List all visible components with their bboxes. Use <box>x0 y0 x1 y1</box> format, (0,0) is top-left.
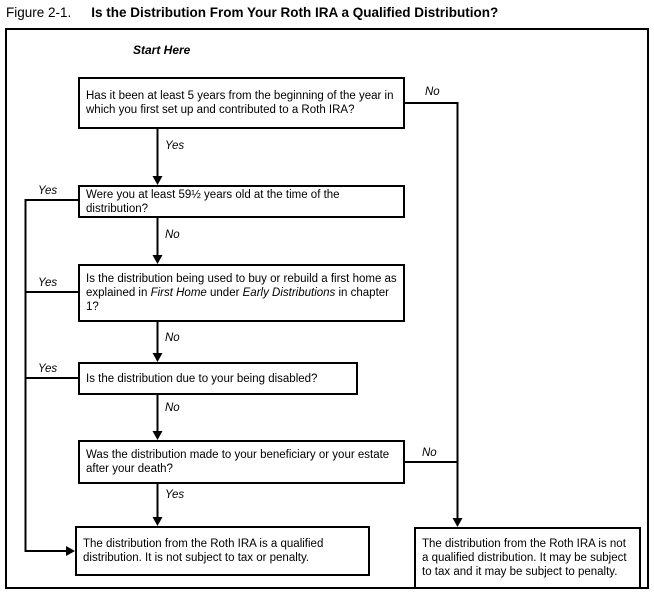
question-box-disabled: Is the distribution due to your being di… <box>78 362 358 395</box>
question-text: Is the distribution due to your being di… <box>86 372 318 385</box>
arrowhead-icon <box>452 518 463 527</box>
connector-lines <box>24 102 459 552</box>
arrowhead-icon <box>152 517 163 526</box>
edge-label-q5-yes: Yes <box>165 489 185 501</box>
arrowhead-icon <box>152 431 163 440</box>
figure-number: Figure 2-1. <box>6 5 72 20</box>
question-text: Has it been at least 5 years from the be… <box>86 90 394 116</box>
result-box-qualified: The distribution from the Roth IRA is a … <box>75 526 370 576</box>
question-text: Is the distribution being used to buy or… <box>86 273 397 313</box>
edge-label-q2-no: No <box>165 229 180 241</box>
figure-caption: Figure 2-1. Is the Distribution From Your… <box>6 5 498 20</box>
arrowhead-icon <box>152 176 163 185</box>
start-here-label: Start Here <box>133 43 191 57</box>
figure-title: Is the Distribution From Your Roth IRA a… <box>91 5 499 20</box>
edge-label-q2-yes: Yes <box>38 185 58 197</box>
edge-label-q5-no: No <box>422 447 437 459</box>
arrowhead-icon <box>152 353 163 362</box>
arrowheads <box>66 176 463 556</box>
edge-label-q1-no: No <box>425 86 440 98</box>
result-box-not-qualified: The distribution from the Roth IRA is no… <box>414 527 641 589</box>
edge-label-q3-yes: Yes <box>38 277 58 289</box>
edge-label-q1-yes: Yes <box>165 140 185 152</box>
result-text: The distribution from the Roth IRA is no… <box>422 538 627 578</box>
question-box-five-years: Has it been at least 5 years from the be… <box>78 77 405 129</box>
connector-no-branch <box>404 102 459 519</box>
arrowhead-icon <box>66 546 75 556</box>
edge-label-q4-yes: Yes <box>38 363 58 375</box>
connector-yes-branch <box>24 199 78 552</box>
question-box-beneficiary: Was the distribution made to your benefi… <box>78 440 405 484</box>
question-text: Was the distribution made to your benefi… <box>86 449 390 475</box>
flowchart-frame <box>5 28 649 589</box>
edge-label-q4-no: No <box>165 402 180 414</box>
question-box-age-59half: Were you at least 59½ years old at the t… <box>78 185 405 218</box>
edge-label-q3-no: No <box>165 332 180 344</box>
question-box-first-home: Is the distribution being used to buy or… <box>78 264 405 322</box>
question-text: Were you at least 59½ years old at the t… <box>86 188 340 215</box>
arrowhead-icon <box>152 255 163 264</box>
result-text: The distribution from the Roth IRA is a … <box>83 538 324 564</box>
